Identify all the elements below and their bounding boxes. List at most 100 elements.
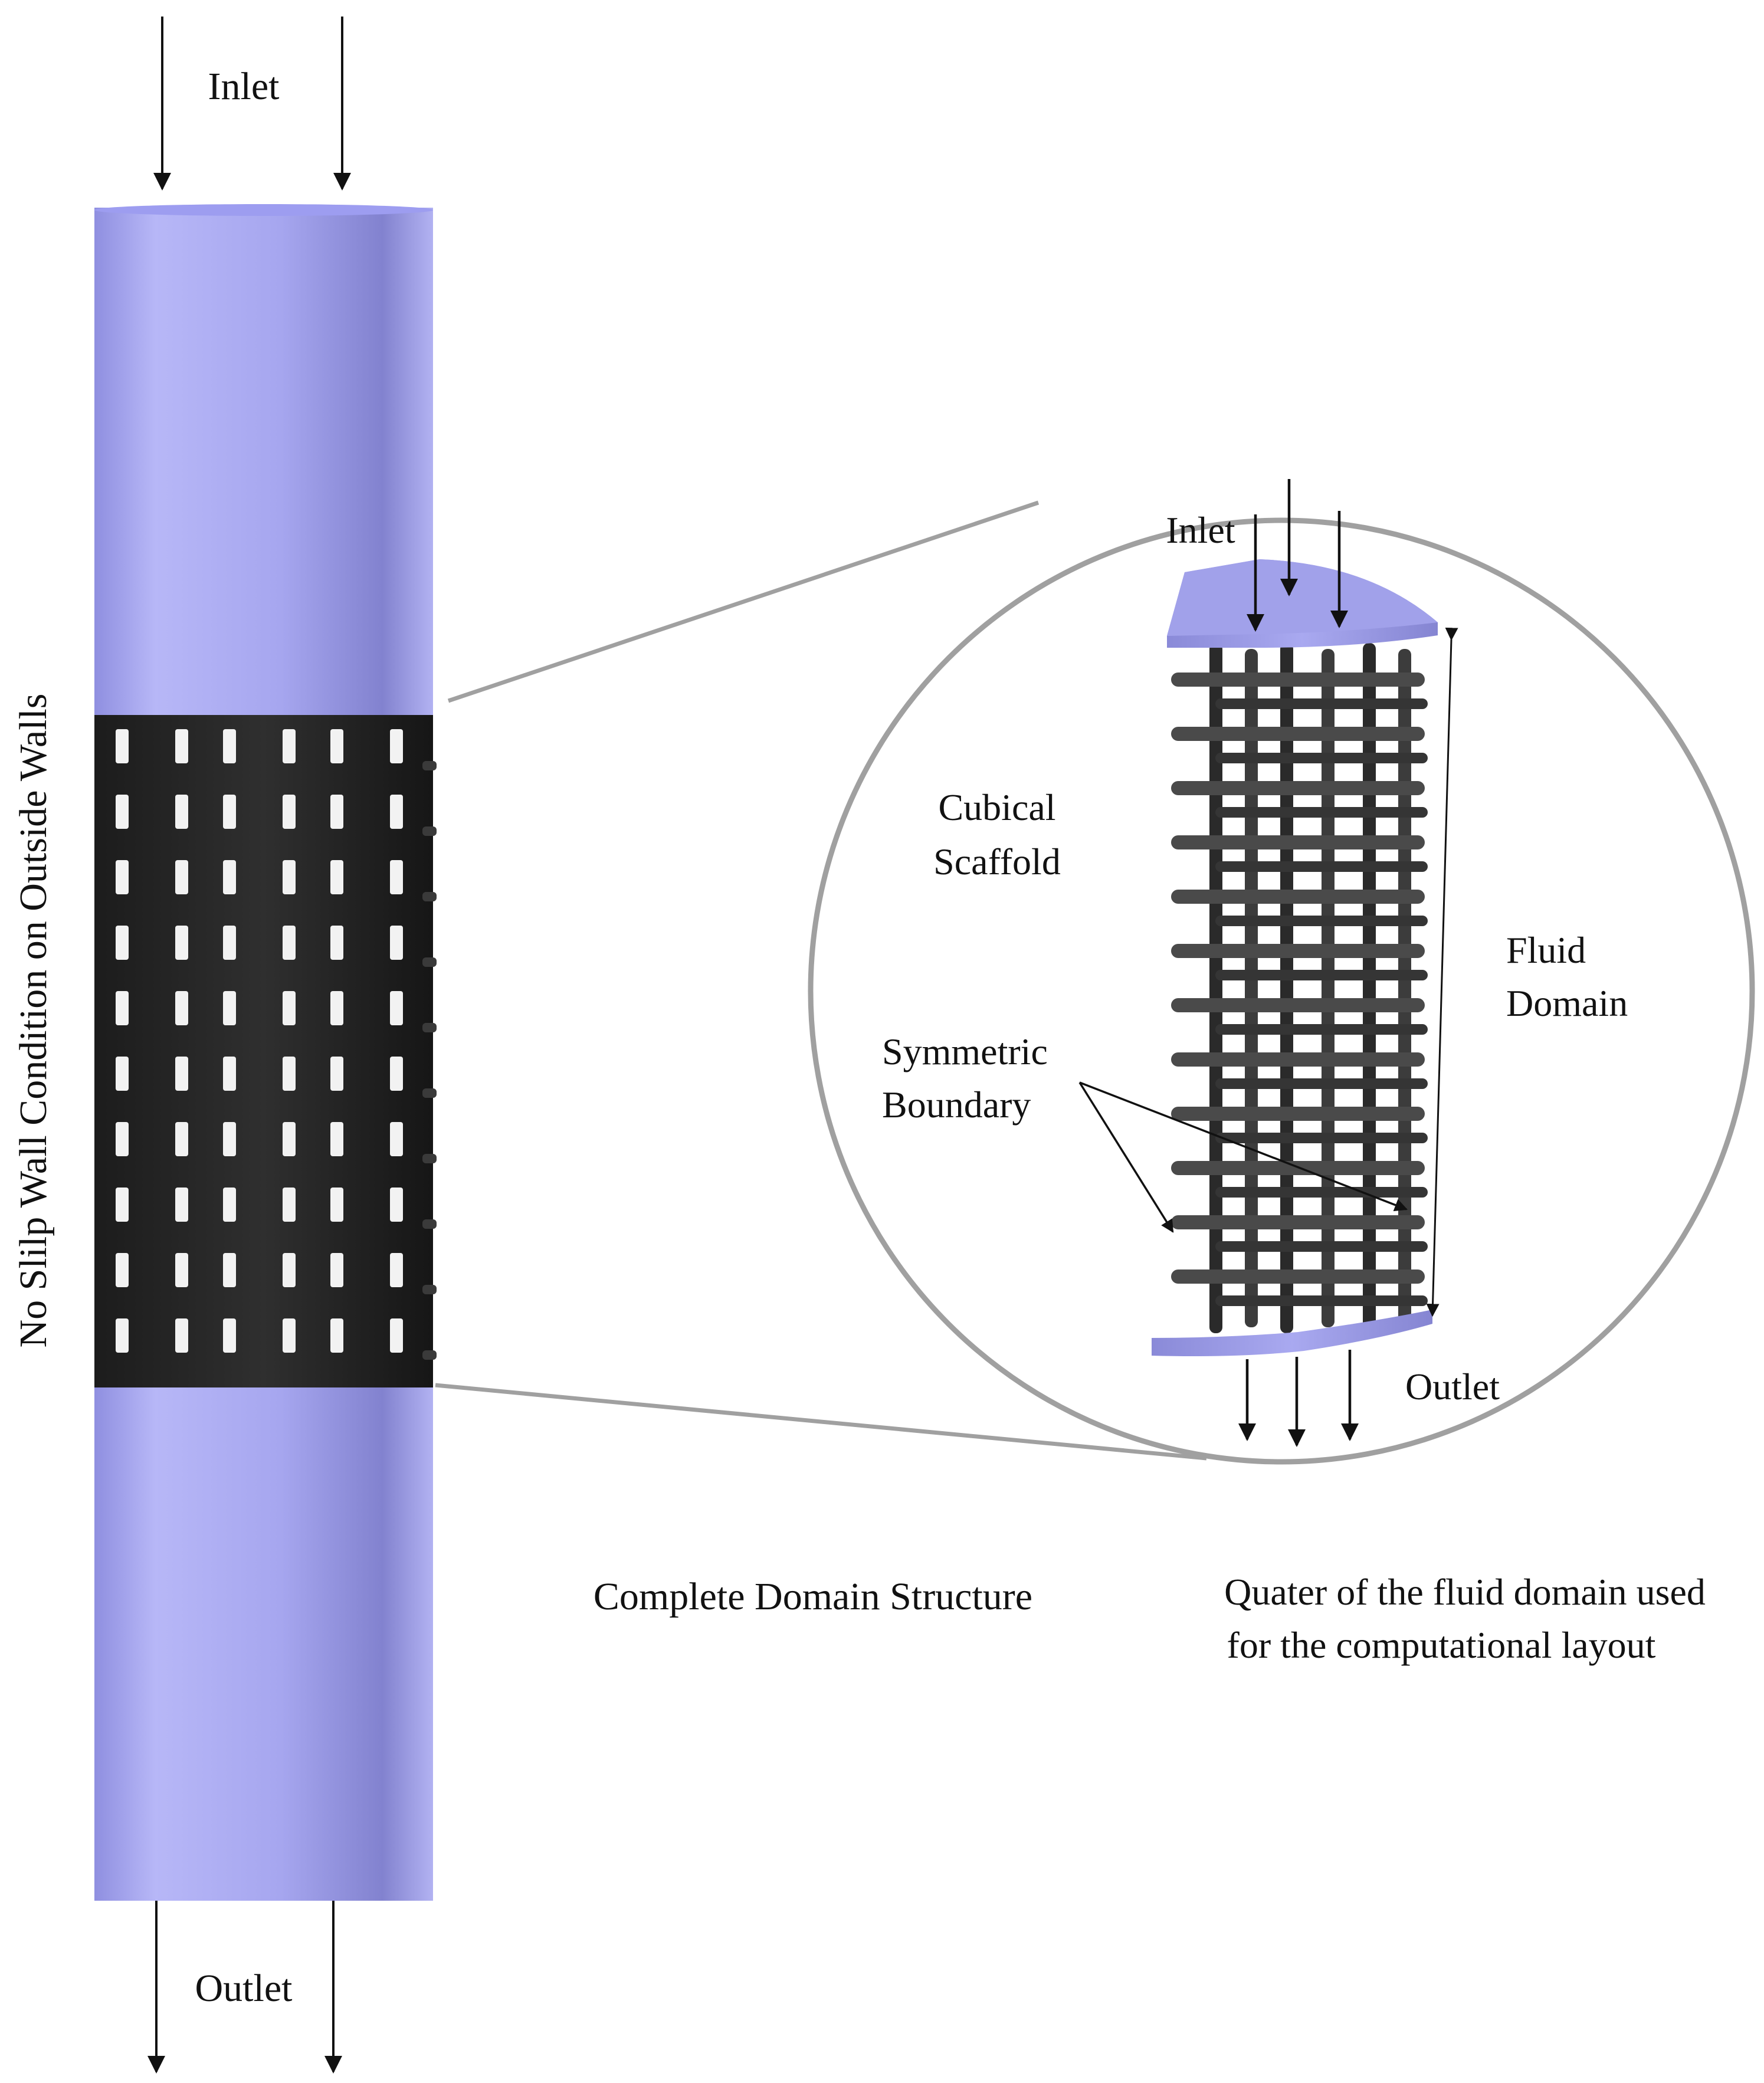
scaffold-strut <box>1171 890 1425 904</box>
zoom-line-top <box>447 500 1040 703</box>
mesh-pore <box>223 991 236 1025</box>
mesh-pore <box>390 1057 403 1091</box>
mesh-pore <box>223 795 236 829</box>
scaffold-strut <box>1171 835 1425 849</box>
mesh-pore <box>330 1122 343 1156</box>
mesh-pore <box>175 1057 188 1091</box>
scaffold-mesh <box>94 715 433 1387</box>
mesh-pore <box>283 1188 296 1222</box>
mesh-pore <box>390 991 403 1025</box>
mesh-pore <box>223 926 236 960</box>
mesh-pore <box>283 991 296 1025</box>
scaffold-strut-back <box>1215 1295 1428 1306</box>
outlet-label: Outlet <box>195 1967 293 2010</box>
scaffold-strut-back <box>1215 861 1428 872</box>
mesh-pore <box>390 1318 403 1353</box>
scaffold-mesh-pores <box>116 729 403 1353</box>
mesh-pore <box>116 1188 129 1222</box>
mesh-strut-end <box>422 1219 437 1229</box>
mesh-pore <box>330 1188 343 1222</box>
mesh-pore <box>283 926 296 960</box>
cubical-scaffold-label-2: Scaffold <box>933 841 1061 883</box>
mesh-pore <box>283 1253 296 1287</box>
mesh-pore <box>283 1318 296 1353</box>
detail-inlet-label: Inlet <box>1166 509 1235 551</box>
mesh-pore <box>390 1188 403 1222</box>
mesh-pore <box>116 991 129 1025</box>
fluid-domain-label-2: Domain <box>1506 982 1628 1024</box>
mesh-pore <box>116 1318 129 1353</box>
mesh-pore <box>330 991 343 1025</box>
mesh-pore <box>223 860 236 894</box>
mesh-strut-end <box>422 1350 437 1360</box>
mesh-pore <box>175 795 188 829</box>
symmetric-boundary-label-1: Symmetric <box>882 1031 1048 1072</box>
mesh-pore <box>116 1253 129 1287</box>
scaffold-strut-back <box>1215 970 1428 980</box>
scaffold-post <box>1280 643 1293 1333</box>
mesh-pore <box>330 860 343 894</box>
symmetric-pointer-left <box>1078 1082 1174 1233</box>
mesh-pore <box>330 1057 343 1091</box>
mesh-pore <box>175 1188 188 1222</box>
mesh-pore <box>223 1318 236 1353</box>
mesh-strut-end <box>422 761 437 770</box>
mesh-strut-end <box>422 1285 437 1294</box>
scaffold-strut-back <box>1215 1024 1428 1035</box>
complete-domain-caption: Complete Domain Structure <box>594 1575 1032 1618</box>
mesh-pore <box>390 1253 403 1287</box>
mesh-pore <box>283 1122 296 1156</box>
mesh-pore <box>116 860 129 894</box>
mesh-pore <box>390 729 403 763</box>
mesh-pore <box>390 795 403 829</box>
scaffold-strut-back <box>1215 1187 1428 1198</box>
scaffold-post <box>1322 649 1335 1327</box>
quarter-fluid-domain-top-face <box>1167 559 1438 636</box>
mesh-pore <box>116 1122 129 1156</box>
mesh-pore <box>116 926 129 960</box>
mesh-pore <box>283 729 296 763</box>
mesh-pore <box>175 926 188 960</box>
scaffold-strut-back <box>1215 753 1428 763</box>
mesh-strut-end <box>422 1154 437 1163</box>
scaffold-post <box>1363 643 1376 1333</box>
quarter-scaffold <box>1171 643 1428 1333</box>
scaffold-strut <box>1171 1270 1425 1284</box>
scaffold-strut-back <box>1215 1133 1428 1143</box>
scaffold-strut <box>1171 1107 1425 1121</box>
mesh-strut-end <box>422 892 437 901</box>
mesh-pore <box>390 860 403 894</box>
mesh-pore <box>223 729 236 763</box>
mesh-pore <box>116 729 129 763</box>
scaffold-strut <box>1171 944 1425 958</box>
symmetric-boundary-label-2: Boundary <box>882 1084 1031 1126</box>
scaffold-mesh-strut-ends <box>422 761 437 1360</box>
fluid-domain-top <box>94 208 433 715</box>
scaffold-post <box>1209 643 1222 1333</box>
wall-condition-label: No Slilp Wall Condition on Outside Walls <box>12 694 55 1348</box>
mesh-pore <box>175 1318 188 1353</box>
scaffold-strut-back <box>1215 1241 1428 1252</box>
scaffold-strut <box>1171 673 1425 687</box>
scaffold-strut <box>1171 727 1425 741</box>
scaffold-strut-back <box>1215 807 1428 818</box>
mesh-pore <box>223 1188 236 1222</box>
mesh-strut-end <box>422 1088 437 1098</box>
scaffold-strut <box>1171 1052 1425 1067</box>
mesh-pore <box>330 926 343 960</box>
mesh-pore <box>175 860 188 894</box>
scaffold-strut-back <box>1215 698 1428 709</box>
fluid-domain-top-edge <box>94 204 433 216</box>
symmetric-pointer-right <box>1079 1081 1408 1212</box>
mesh-pore <box>223 1057 236 1091</box>
mesh-pore <box>330 729 343 763</box>
mesh-strut-end <box>422 826 437 836</box>
mesh-pore <box>390 1122 403 1156</box>
fluid-domain-label-1: Fluid <box>1506 929 1586 971</box>
scaffold-strut-back <box>1215 1078 1428 1089</box>
mesh-pore <box>116 795 129 829</box>
mesh-pore <box>223 1253 236 1287</box>
mesh-pore <box>330 795 343 829</box>
